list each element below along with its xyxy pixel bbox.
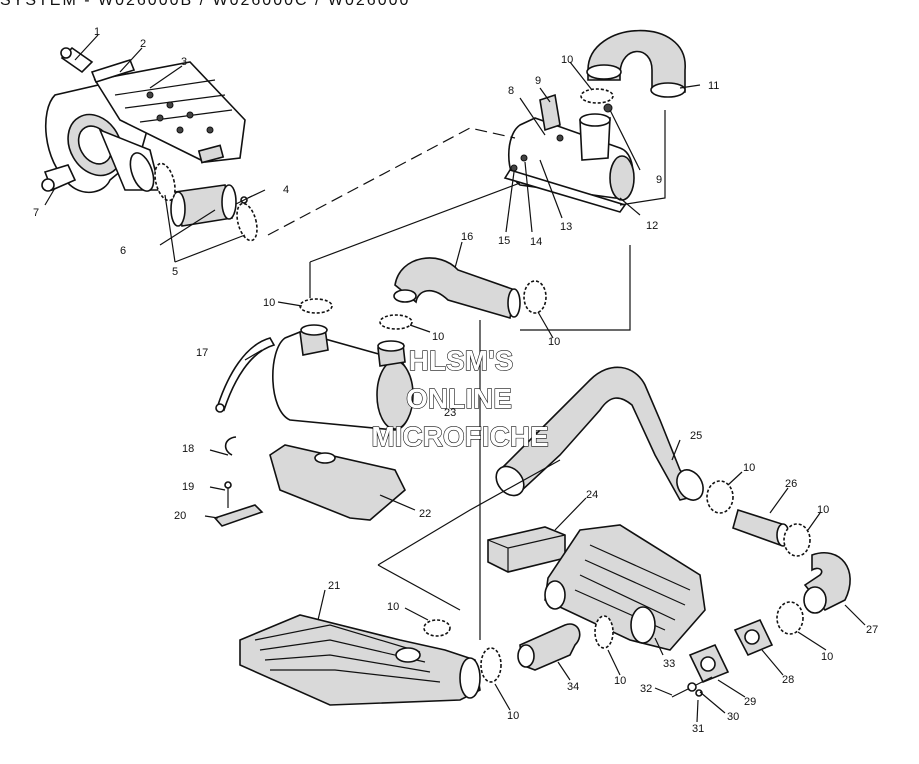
callout-15: 15 bbox=[498, 235, 510, 247]
callout-10a: 10 bbox=[561, 54, 573, 66]
strap-17 bbox=[215, 337, 276, 413]
callout-25: 25 bbox=[690, 430, 702, 442]
callout-30: 30 bbox=[727, 711, 739, 723]
bolt-8 bbox=[556, 134, 564, 142]
clamp-10-25 bbox=[706, 480, 734, 514]
callout-20: 20 bbox=[174, 510, 186, 522]
callout-3: 3 bbox=[181, 56, 187, 68]
tube-16 bbox=[393, 257, 521, 320]
callout-16: 16 bbox=[461, 231, 473, 243]
callout-labels: 1 2 3 4 5 6 7 8 9 9 10 10 10 10 10 10 10… bbox=[33, 26, 878, 735]
watermark-line1: HLSM'S bbox=[409, 345, 514, 376]
callout-2: 2 bbox=[140, 38, 146, 50]
callout-27: 27 bbox=[866, 624, 878, 636]
watermark-line2: ONLINE bbox=[406, 383, 512, 414]
muffler-base-22 bbox=[269, 444, 406, 521]
flange-gasket-29 bbox=[688, 643, 730, 684]
stud-bolt-1 bbox=[60, 46, 94, 74]
callout-10i: 10 bbox=[507, 710, 519, 722]
callout-28: 28 bbox=[782, 674, 794, 686]
washer-14 bbox=[520, 154, 528, 162]
leader-lines bbox=[44, 34, 866, 723]
screw-15 bbox=[510, 164, 518, 172]
callout-32: 32 bbox=[640, 683, 652, 695]
callout-10g: 10 bbox=[387, 601, 399, 613]
callout-14: 14 bbox=[530, 236, 542, 248]
callout-10d: 10 bbox=[548, 336, 560, 348]
coupler-6 bbox=[170, 184, 237, 227]
clamp-10-21 bbox=[423, 619, 451, 637]
callout-10f: 10 bbox=[817, 504, 829, 516]
clamp-5a bbox=[154, 162, 176, 202]
tube-34 bbox=[517, 623, 581, 671]
temp-sensor-7 bbox=[41, 164, 77, 192]
callout-21: 21 bbox=[328, 580, 340, 592]
callout-1: 1 bbox=[94, 26, 100, 38]
callout-8: 8 bbox=[508, 85, 514, 97]
header-text: SYSTEM - W026000B / W026000C / W026000 bbox=[0, 0, 411, 9]
bracket-9a bbox=[539, 93, 561, 132]
clamp-5b bbox=[236, 202, 258, 242]
callout-29: 29 bbox=[744, 696, 756, 708]
clamp-10-33 bbox=[594, 615, 614, 649]
exhaust-manifold bbox=[45, 61, 246, 194]
callout-10c: 10 bbox=[432, 331, 444, 343]
callout-33: 33 bbox=[663, 658, 675, 670]
clamp-10-16 bbox=[523, 280, 547, 314]
clamp-10-left bbox=[299, 298, 333, 314]
clamp-10-top bbox=[580, 88, 614, 104]
upper-tube-11 bbox=[586, 29, 686, 98]
gasket-2 bbox=[90, 59, 136, 83]
callout-18: 18 bbox=[182, 443, 194, 455]
screw-19 bbox=[224, 481, 232, 508]
callout-24: 24 bbox=[586, 489, 598, 501]
clamp-10-26 bbox=[783, 523, 811, 557]
clamp-10-27 bbox=[776, 601, 804, 635]
callout-10e: 10 bbox=[743, 462, 755, 474]
callout-4: 4 bbox=[283, 184, 289, 196]
clip-18 bbox=[224, 436, 237, 456]
watermark-line3: MICROFICHE bbox=[371, 421, 548, 452]
callout-9b: 9 bbox=[656, 174, 662, 186]
callout-12: 12 bbox=[646, 220, 658, 232]
callout-10j: 10 bbox=[821, 651, 833, 663]
callout-5: 5 bbox=[172, 266, 178, 278]
plate-20 bbox=[213, 504, 264, 527]
manifold-33 bbox=[544, 524, 706, 651]
callout-10b: 10 bbox=[263, 297, 275, 309]
muffler-23 bbox=[272, 324, 414, 431]
tube-25 bbox=[495, 366, 704, 501]
callout-13: 13 bbox=[560, 221, 572, 233]
callout-31: 31 bbox=[692, 723, 704, 735]
callout-26: 26 bbox=[785, 478, 797, 490]
callout-22: 22 bbox=[419, 508, 431, 520]
callout-9a: 9 bbox=[535, 75, 541, 87]
clamp-10-right bbox=[379, 314, 413, 330]
callout-17: 17 bbox=[196, 347, 208, 359]
callout-6: 6 bbox=[120, 245, 126, 257]
elbow-27 bbox=[803, 552, 851, 614]
washer-30 bbox=[687, 682, 697, 692]
callout-10h: 10 bbox=[614, 675, 626, 687]
callout-11: 11 bbox=[708, 80, 719, 92]
callout-7: 7 bbox=[33, 207, 39, 219]
callout-34: 34 bbox=[567, 681, 579, 693]
callout-19: 19 bbox=[182, 481, 194, 493]
resonator-12 bbox=[503, 113, 635, 213]
head-pipe-21 bbox=[239, 614, 481, 706]
tube-26 bbox=[732, 508, 790, 547]
clamp-10-34 bbox=[480, 647, 502, 683]
callout-23: 23 bbox=[444, 407, 456, 419]
flange-28 bbox=[733, 618, 774, 657]
watermark: HLSM'S ONLINE MICROFICHE bbox=[371, 344, 550, 452]
label-box-24 bbox=[487, 526, 566, 573]
